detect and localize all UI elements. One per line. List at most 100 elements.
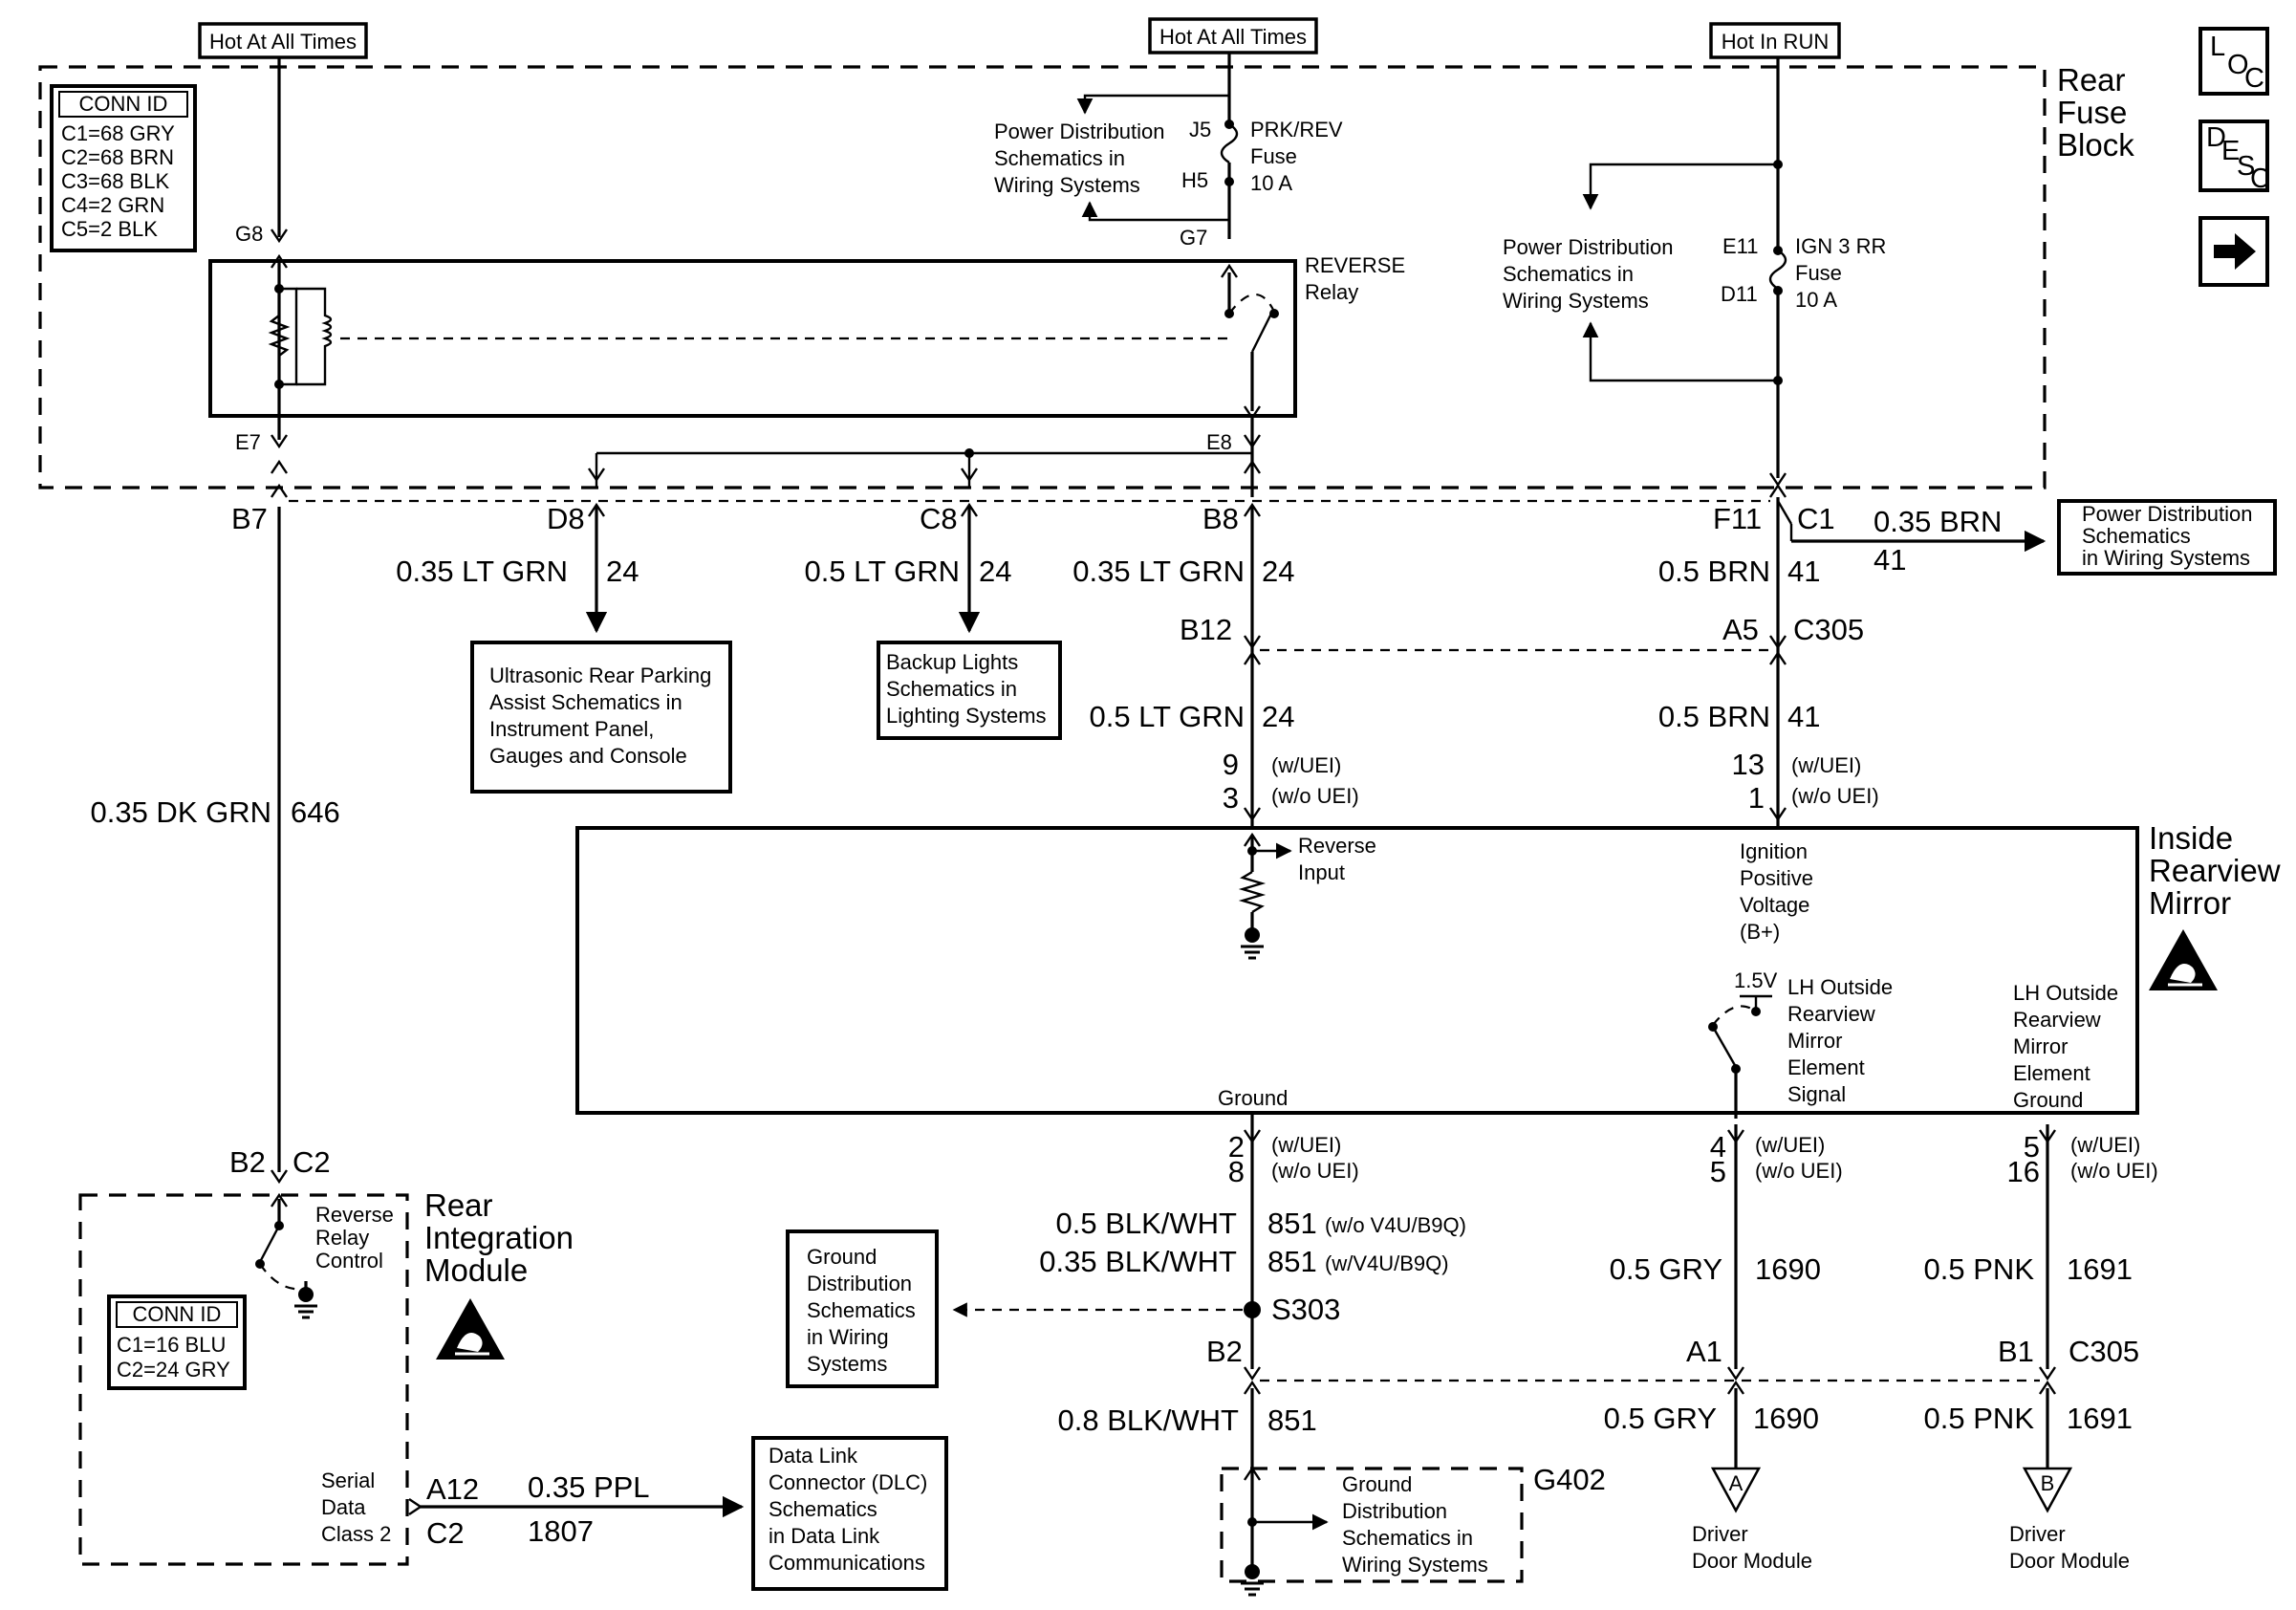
lh-ground-label: LH Outside Rearview Mirror Element Groun… [2013,981,2118,1112]
dlc-schematics-ref[interactable]: Data Link Connector (DLC) Schematics in … [751,1436,948,1591]
hot-in-run: Hot In RUN [1709,22,1841,59]
serial-data-label: Serial Data Class 2 [321,1469,391,1546]
ground-dist-schematics-ref-2[interactable]: Ground Distribution Schematics in Wiring… [1342,1472,1488,1577]
svg-text:in Wiring: in Wiring [807,1325,889,1349]
ground-g402-label: G402 [1533,1463,1606,1496]
wire-b1-color: 0.5 PNK [1924,1402,2035,1435]
svg-text:Data Link: Data Link [769,1444,858,1468]
wire-c8-circuit: 24 [979,555,1011,588]
mirror-pin-3: 3 [1223,781,1239,815]
reverse-relay-control-switch [255,1199,319,1319]
svg-text:C2=24 GRY: C2=24 GRY [117,1358,230,1382]
svg-text:Fuse: Fuse [1795,261,1842,285]
ultrasonic-schematics-ref[interactable]: Ultrasonic Rear Parking Assist Schematic… [470,641,732,794]
wire-851-circuit-a: 851 [1267,1207,1317,1240]
wire-d8-circuit: 24 [606,555,639,588]
ignition-voltage-label: Ignition Positive Voltage (B+) [1740,839,1813,944]
svg-text:Fuse: Fuse [1250,144,1297,168]
prk-rev-fuse-label: PRK/REV Fuse 10 A [1250,118,1343,195]
reverse-relay-box [208,259,1297,418]
pin-b12: B12 [1180,613,1232,646]
mirror-pin-5: 5 [1710,1155,1726,1188]
pin-a1: A1 [1686,1335,1722,1368]
svg-text:C1: C1 [1797,502,1835,535]
svg-text:REVERSE: REVERSE [1305,253,1405,277]
svg-text:Integration: Integration [424,1220,574,1255]
mirror-pin-4: 4 [1710,1130,1726,1164]
offpage-letter-a: A [1729,1471,1744,1495]
svg-text:Schematics in: Schematics in [994,146,1125,170]
wire-b1-circuit: 1691 [2067,1402,2133,1435]
wire-1691-color: 0.5 PNK [1924,1252,2035,1286]
mirror-ground-label: Ground [1218,1086,1288,1110]
svg-text:Communications: Communications [769,1551,925,1575]
pin-h5: H5 [1181,168,1208,192]
svg-text:Mirror: Mirror [2013,1034,2068,1058]
mirror-pin-13: 13 [1732,748,1765,781]
hot-at-all-times-1: Hot At All Times [198,22,368,59]
pin-e7: E7 [235,430,261,454]
lh-signal-switch: 1.5V [1708,968,1778,1119]
svg-text:Connector (DLC): Connector (DLC) [769,1470,927,1494]
rim-pin-a12: A12 [426,1472,479,1506]
offpage-letter-b: B [2041,1471,2055,1495]
prk-rev-fuse-circuit [1076,53,1279,497]
wire-b12-circuit: 24 [1262,700,1294,733]
svg-text:Schematics: Schematics [2082,524,2191,548]
svg-text:Serial: Serial [321,1469,375,1492]
svg-text:Rearview: Rearview [1787,1002,1875,1026]
inside-rearview-mirror-label: Inside Rearview Mirror [2149,820,2281,921]
svg-text:in Wiring Systems: in Wiring Systems [2082,546,2250,570]
driver-door-module-a[interactable]: A Driver Door Module [1692,1467,1812,1573]
power-dist-schematics-ref[interactable]: Power Distribution Schematics in Wiring … [2057,499,2277,576]
svg-text:C3=68 BLK: C3=68 BLK [61,169,169,193]
conn-id-box-rim: CONN ID C1=16 BLU C2=24 GRY [107,1295,247,1390]
next-button[interactable] [2199,216,2269,287]
backup-lights-schematics-ref[interactable]: Backup Lights Schematics in Lighting Sys… [877,641,1062,740]
power-dist-label-2: Power Distribution Schematics in Wiring … [1503,235,1674,313]
mirror-pin-1: 1 [1748,781,1765,815]
svg-text:Schematics in: Schematics in [1503,262,1634,286]
desc-letter-s: S [2237,151,2255,182]
rim-pin-b2: B2 [229,1145,266,1179]
loc-button[interactable]: L O C [2199,27,2269,96]
svg-text:Driver: Driver [2009,1522,2066,1546]
desc-letter-e: E [2221,136,2240,166]
svg-text:Fuse: Fuse [2057,95,2127,130]
svg-text:Hot At All Times: Hot At All Times [209,30,357,54]
svg-text:C1=16 BLU: C1=16 BLU [117,1333,226,1357]
ground-dist-schematics-ref-1[interactable]: Ground Distribution Schematics in Wiring… [786,1229,939,1388]
svg-text:Schematics: Schematics [807,1298,916,1322]
reverse-input-circuit [1238,832,1292,960]
reverse-input-label-1: Reverse [1298,834,1376,858]
wire-1807-circuit: 1807 [528,1514,594,1548]
svg-text:Rear: Rear [2057,62,2126,98]
pin-j5: J5 [1189,118,1211,141]
mirror-w-uei-1: (w/UEI) [1271,753,1341,777]
svg-text:Wiring Systems: Wiring Systems [1503,289,1649,313]
svg-text:Ignition: Ignition [1740,839,1808,863]
svg-text:D8: D8 [547,502,585,535]
wire-d8-color: 0.35 LT GRN [396,555,568,588]
svg-text:B7: B7 [231,502,268,535]
svg-text:Mirror: Mirror [2149,885,2231,921]
svg-text:in Data Link: in Data Link [769,1524,880,1548]
svg-text:Systems: Systems [807,1352,887,1376]
wire-646-color: 0.35 DK GRN [90,795,271,829]
driver-door-module-b[interactable]: B Driver Door Module [2009,1467,2130,1573]
svg-text:C1=68 GRY: C1=68 GRY [61,121,175,145]
mirror-pin-5b: 5 [2024,1130,2040,1164]
mirror-pin-2: 2 [1228,1130,1245,1164]
ign-fuse-circuit [1582,57,1787,488]
wire-851-option-b: (w/V4U/B9Q) [1325,1251,1449,1275]
e8-bus [588,448,1252,488]
power-dist-label-1: Power Distribution Schematics in Wiring … [994,120,1165,197]
mirror-wo-uei-4: (w/o UEI) [1755,1159,1843,1183]
desc-button[interactable]: D E S C [2199,120,2270,194]
svg-text:F11: F11 [1713,502,1762,535]
svg-text:Signal: Signal [1787,1082,1846,1106]
svg-text:Element: Element [2013,1061,2090,1085]
mirror-w-uei-4: (w/UEI) [1755,1133,1825,1157]
svg-text:Door Module: Door Module [2009,1549,2130,1573]
